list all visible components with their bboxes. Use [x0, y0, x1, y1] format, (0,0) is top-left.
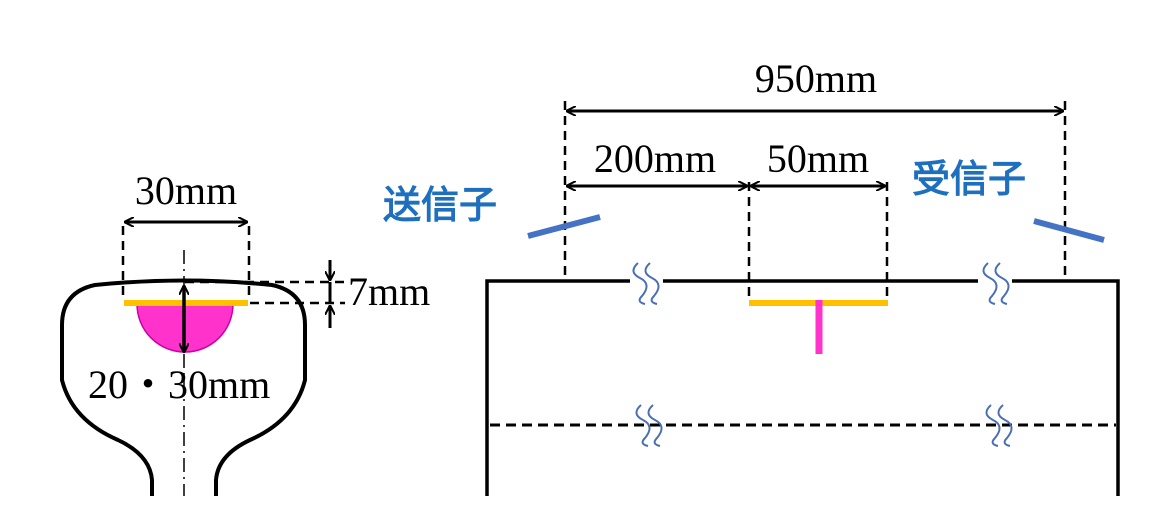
side-view-outline: [485, 279, 1120, 496]
defect-len-label: 50mm: [767, 136, 869, 181]
break-mark-top-right: [982, 262, 1010, 305]
rail-cross-section: 30mm 7mm 20・30mm: [60, 168, 430, 496]
width-label: 30mm: [135, 168, 237, 213]
receiver-probe: [1033, 218, 1105, 243]
depth-label: 7mm: [348, 269, 430, 314]
defect-depth-label: 20・30mm: [88, 362, 270, 407]
rail-side-view: 950mm 200mm 50mm 送信子 受信子: [383, 56, 1120, 496]
transmitter-probe: [527, 214, 601, 239]
transmitter-label: 送信子: [383, 183, 497, 227]
break-mark-mid-right: [985, 404, 1013, 447]
receiver-label: 受信子: [912, 157, 1026, 201]
break-mark-top-left: [632, 262, 660, 305]
total-dim-label: 950mm: [755, 56, 877, 101]
break-mark-mid-left: [635, 404, 663, 447]
offset-dim-label: 200mm: [594, 136, 716, 181]
